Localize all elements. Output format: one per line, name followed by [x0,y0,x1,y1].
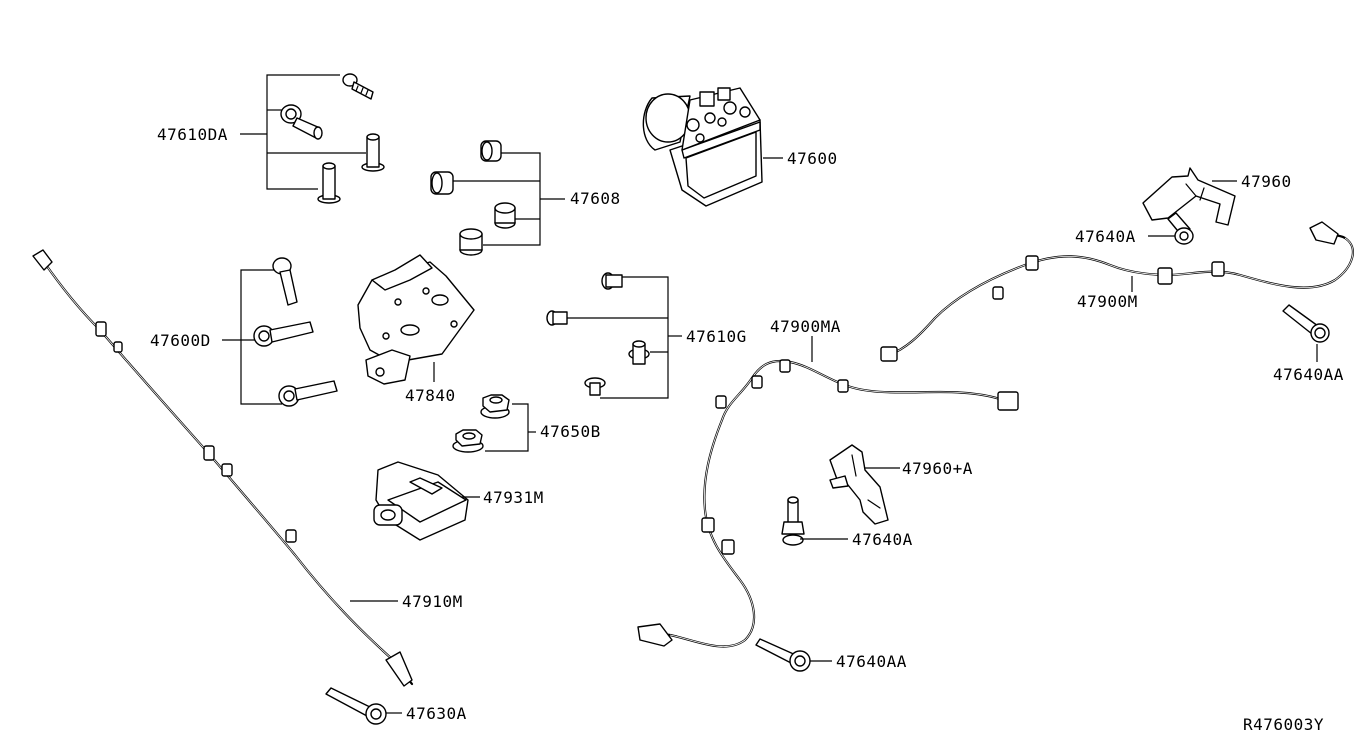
grommet-icon [494,202,516,229]
clip-icon [584,377,606,396]
flange-bolt-icon [280,104,323,140]
part-group-47960A: 47960+A [829,444,973,525]
part-group-47640A-mid: 47640A [781,496,913,549]
stud-icon [361,133,385,172]
part-group-47640AA-bottom: 47640AA [755,638,907,672]
flange-bolt-icon [278,380,338,407]
part-label-47960A: 47960+A [902,459,973,478]
part-label-47610G: 47610G [686,327,747,346]
part-label-47840: 47840 [405,386,456,405]
part-label-47640A-mid: 47640A [852,530,913,549]
nut-icon [452,429,484,453]
part-label-47650B: 47650B [540,422,601,441]
part-group-47608: 47608 [430,140,621,256]
part-label-47910M: 47910M [402,592,463,611]
part-group-47900M: 47900M [880,221,1354,362]
clip-icon [601,272,623,290]
grommet-icon [430,171,454,195]
grommet-icon [459,228,483,256]
part-label-47900MA: 47900MA [770,317,841,336]
part-group-47650B: 47650B [452,394,601,453]
grommet-icon [480,140,502,162]
flange-bolt-icon [755,638,811,672]
part-group-47600D: 47600D [150,257,338,407]
part-label-47640AA-bottom: 47640AA [836,652,907,671]
part-label-47960: 47960 [1241,172,1292,191]
part-group-47640A-top: 47640A [1075,212,1194,246]
stud-icon [317,162,341,204]
part-group-47840: 47840 [357,254,475,405]
part-label-47600D: 47600D [150,331,211,350]
sensor-cable-icon [32,249,414,687]
bracket-icon [1142,167,1236,226]
part-group-47610G: 47610G [546,272,747,399]
mounting-bracket-icon [357,254,475,385]
abs-actuator-icon [642,87,763,207]
part-group-47640AA-right: 47640AA [1273,304,1344,384]
bolt-icon [272,257,298,306]
bolt-icon [342,73,374,100]
part-group-47931M: 47931M [373,461,544,541]
part-label-47900M: 47900M [1077,292,1138,311]
part-label-47608: 47608 [570,189,621,208]
part-label-47610DA: 47610DA [157,125,228,144]
part-label-47640A-top: 47640A [1075,227,1136,246]
sensor-module-icon [373,461,469,541]
diagram-reference-code: R476003Y [1243,715,1324,734]
part-label-47630A: 47630A [406,704,467,723]
flange-bolt-icon [325,687,387,725]
clip-icon [628,340,650,365]
clip-icon [546,310,568,326]
part-label-47931M: 47931M [483,488,544,507]
flange-bolt-icon [1282,304,1330,343]
part-label-47600: 47600 [787,149,838,168]
sensor-harness-icon [637,359,1019,648]
sensor-harness-icon [880,221,1354,362]
part-group-47960: 47960 [1142,167,1292,226]
flange-bolt-icon [253,321,314,347]
part-group-47900MA: 47900MA [637,317,1019,648]
part-label-47640AA-right: 47640AA [1273,365,1344,384]
bracket-icon [829,444,889,525]
part-group-47910M: 47910M [32,249,463,687]
bolt-icon [781,496,805,546]
part-group-47630A: 47630A [325,687,467,725]
part-group-47610DA: 47610DA [157,73,385,204]
nut-icon [480,394,510,419]
bolt-icon [1167,212,1194,245]
part-group-47600: 47600 [642,87,838,207]
